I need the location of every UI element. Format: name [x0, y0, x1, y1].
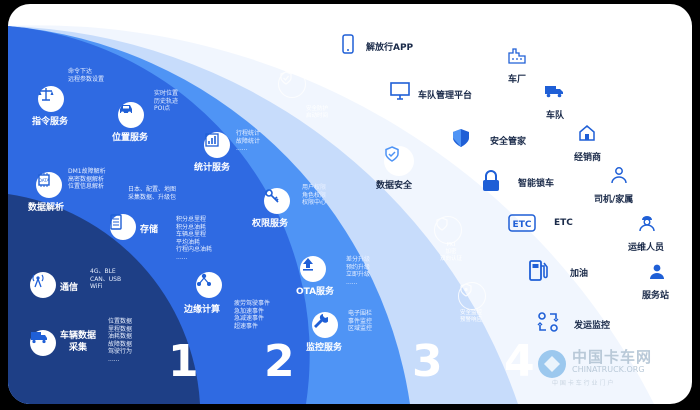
- service-name: 统计服务: [194, 163, 231, 173]
- watermark-emblem-icon: [538, 350, 566, 378]
- svg-text:DATA: DATA: [39, 178, 50, 183]
- service-name: 位置服务: [112, 133, 149, 143]
- service-details: 安全防护 启动时间: [306, 106, 329, 119]
- phone-icon: [342, 34, 362, 56]
- service-details: DM1故障解析 高密数据解析 位置信息解析: [68, 168, 106, 190]
- service-details: 命令下达 远程参数设置: [68, 68, 105, 83]
- app-label: 解放行APP: [366, 43, 414, 53]
- user-label: 经销商: [574, 153, 602, 163]
- service-name: OTA服务: [296, 287, 335, 297]
- service-name: 权限服务: [252, 219, 289, 229]
- security-monitor-icon: [458, 282, 486, 310]
- truck-icon: [30, 330, 56, 356]
- lock-icon: [482, 170, 504, 194]
- layer-1-arc: [8, 194, 200, 404]
- svg-text:ETC: ETC: [513, 220, 532, 230]
- storage-icon: [110, 214, 136, 240]
- app-label: 车队管理平台: [418, 91, 473, 101]
- service-details: 实时位置 历史轨迹 POI点: [154, 90, 179, 112]
- statistics-icon: [204, 132, 230, 158]
- watermark-cn: 中国卡车网: [572, 348, 653, 366]
- scale-icon: [38, 86, 64, 112]
- app-label: 安全管家: [490, 137, 527, 147]
- layer-arcs: [8, 25, 654, 404]
- driver-family-icon: [610, 166, 630, 186]
- service-details: 4G、BLE CAN、USB WiFi: [90, 268, 122, 290]
- layer-number: 4: [504, 336, 535, 387]
- data-chip-icon: DATA: [36, 172, 62, 198]
- fuel-pump-icon: [528, 258, 550, 284]
- app-label: ETC: [554, 218, 573, 228]
- layer-number: 2: [264, 336, 295, 387]
- service-name: 数据安全: [376, 181, 413, 191]
- edge-compute-icon: [196, 272, 222, 298]
- service-details: 电子围栏 事件监控 区域监控: [348, 310, 373, 332]
- upload-icon: [300, 256, 326, 282]
- service-details: 日本、配置、地图 采集数据、升级包: [128, 186, 177, 201]
- service-name: 边缘计算: [184, 305, 221, 315]
- user-label: 车厂: [508, 75, 527, 85]
- app-label: 发运监控: [574, 321, 611, 331]
- monitor-icon: [390, 82, 412, 102]
- service-name: 监控服务: [306, 343, 343, 353]
- service-name: 存储: [140, 225, 159, 235]
- pki-icon: [434, 216, 462, 244]
- dispatch-monitor-icon: [536, 310, 562, 336]
- service-details: 差分升级 预约升级 立即升级 ......: [346, 256, 371, 286]
- service-station-icon: [648, 262, 668, 282]
- service-details: 行程统计 故障统计 ......: [236, 130, 261, 152]
- architecture-diagram: 通信 4G、BLE CAN、USB WiFi 车辆数据 采集 位置数据 里程数据…: [8, 4, 692, 404]
- layer-number: 3: [412, 336, 443, 387]
- wrench-icon: [312, 312, 338, 338]
- fleet-truck-icon: [544, 84, 566, 102]
- maintenance-person-icon: [638, 214, 658, 234]
- app-label: 智能锁车: [518, 179, 555, 189]
- service-details: 积分总里程 积分总油耗 车辆总里程 平均油耗 行程内总油耗 ......: [176, 216, 213, 261]
- antenna-icon: [30, 272, 56, 298]
- app-label: 加油: [570, 269, 589, 279]
- user-label: 车队: [546, 111, 565, 121]
- user-label: 司机/家属: [594, 195, 634, 205]
- dealer-house-icon: [578, 124, 598, 144]
- service-details: 位置数据 里程数据 油耗数据 故障数据 驾驶行为 ......: [108, 318, 133, 363]
- service-details: PKI 加密 双向认证: [440, 242, 463, 262]
- warning-events-list: 疲劳驾驶事件 急加速事件 急减速事件 超速事件: [234, 300, 271, 330]
- shield-check-icon: [384, 146, 414, 176]
- key-icon: [264, 188, 290, 214]
- watermark-logo: 中国卡车网 CHINATRUCK.ORG 中 国 卡 车 行 业 门 户: [536, 344, 686, 392]
- car-icon: [118, 102, 144, 128]
- service-name: 通信: [60, 283, 79, 293]
- layer-number: 1: [168, 336, 199, 387]
- user-label: 服务站: [642, 291, 670, 301]
- watermark-en: CHINATRUCK.ORG: [572, 365, 645, 374]
- etc-icon: ETC: [508, 214, 538, 234]
- service-name: 指令服务: [32, 117, 69, 127]
- service-name: 车辆数据 采集: [60, 331, 97, 353]
- security-protect-icon: [278, 70, 306, 98]
- watermark-sub: 中 国 卡 车 行 业 门 户: [552, 380, 614, 387]
- service-details: 用户权限 角色权限 权限中心: [302, 184, 327, 206]
- shield-icon: [452, 128, 474, 150]
- service-details: 安全监控 预警响应: [460, 310, 483, 323]
- service-name: 数据解析: [28, 203, 65, 213]
- factory-icon: [508, 48, 528, 68]
- user-label: 运维人员: [628, 243, 665, 253]
